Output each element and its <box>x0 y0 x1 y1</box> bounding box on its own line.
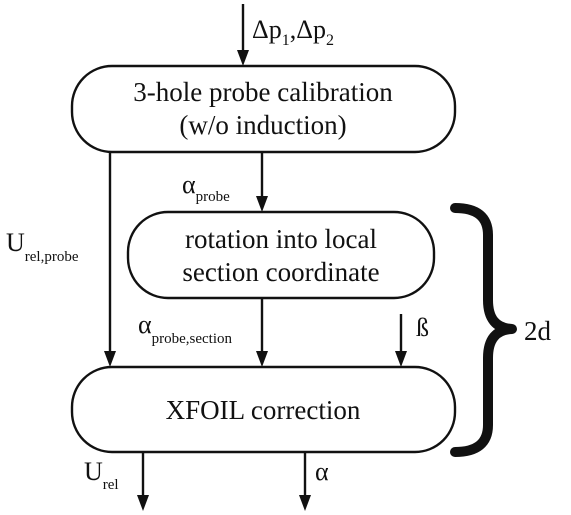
beta-label: ß <box>416 313 429 342</box>
xfoil-label: XFOIL correction <box>166 395 361 425</box>
alpha-probe-section-arrow <box>256 298 268 367</box>
rotation-box: rotation into local section coordinate <box>126 210 436 300</box>
alpha-probe-label: αprobe <box>182 170 230 205</box>
calibration-box: 3-hole probe calibration (w/o induction) <box>70 64 457 154</box>
curly-brace <box>450 203 517 457</box>
alpha-output-label: α <box>315 457 329 486</box>
brace-label: 2d <box>524 316 552 346</box>
input-arrow <box>237 4 249 66</box>
xfoil-box: XFOIL correction <box>70 365 457 454</box>
rotation-line2: section coordinate <box>182 257 379 287</box>
calibration-line2: (w/o induction) <box>179 110 346 140</box>
rotation-line1: rotation into local <box>185 224 377 254</box>
calibration-line1: 3-hole probe calibration <box>133 77 393 107</box>
u-rel-output-arrow <box>137 452 149 511</box>
beta-arrow <box>395 314 407 367</box>
alpha-probe-section-label: αprobe,section <box>138 310 233 347</box>
alpha-output-arrow <box>299 452 311 511</box>
u-rel-probe-label: Urel,probe <box>6 228 79 265</box>
u-rel-probe-arrow <box>104 152 116 367</box>
input-label: Δp1,Δp2 <box>252 15 334 49</box>
u-rel-output-label: Urel <box>84 457 119 493</box>
alpha-probe-arrow <box>256 152 268 212</box>
